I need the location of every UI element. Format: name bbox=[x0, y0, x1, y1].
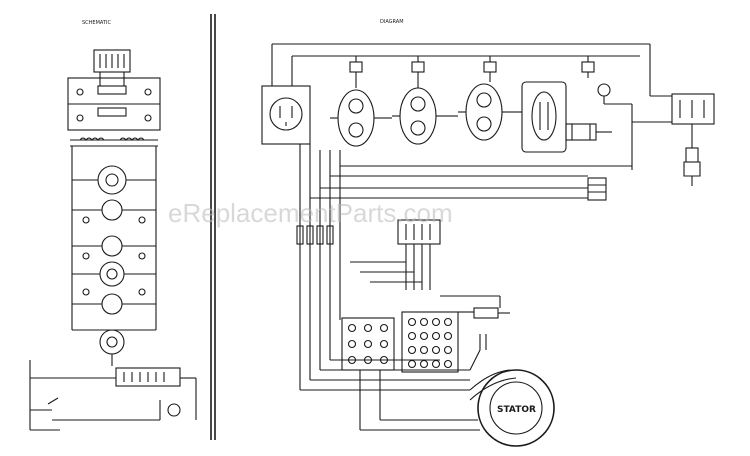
schematic-bottom-receptacle bbox=[99, 329, 125, 366]
plug-connector bbox=[597, 83, 632, 105]
terminal-board-right bbox=[401, 311, 459, 373]
watermark-text: eReplacementParts.com bbox=[168, 198, 453, 228]
receptacle-240v-box bbox=[261, 85, 311, 145]
terminal-strip-right bbox=[587, 177, 607, 201]
battery-cartridge bbox=[565, 123, 612, 141]
vertical-wire-bundle bbox=[299, 144, 470, 391]
circuit-breakers bbox=[349, 56, 595, 88]
panel-divider bbox=[210, 14, 216, 440]
schematic-connector-block bbox=[93, 49, 131, 73]
stator: STATOR bbox=[469, 334, 555, 447]
terminal-board-left bbox=[341, 317, 395, 371]
oil-pressure-switch bbox=[683, 124, 701, 186]
schematic-upper-loop bbox=[67, 72, 161, 131]
brush-connector-block bbox=[350, 219, 441, 290]
gfci-receptacle bbox=[521, 81, 567, 153]
inline-fuses bbox=[296, 225, 334, 245]
brush-holder bbox=[440, 295, 510, 319]
diagram-panel: DIAGRAM bbox=[261, 19, 715, 447]
diagram-title: DIAGRAM bbox=[380, 19, 404, 25]
top-wire-bus bbox=[271, 43, 651, 96]
schematic-engine-control bbox=[29, 360, 197, 431]
schematic-panel: SCHEMATIC bbox=[29, 20, 197, 431]
duplex-receptacle-3 bbox=[458, 83, 510, 141]
schematic-winding-band bbox=[70, 137, 158, 147]
schematic-ladder bbox=[71, 146, 157, 331]
duplex-receptacles bbox=[330, 81, 567, 153]
stator-label: STATOR bbox=[497, 405, 536, 415]
duplex-receptacle-1 bbox=[330, 89, 382, 147]
stator-leads bbox=[359, 370, 480, 431]
mid-horizontal-wires bbox=[310, 111, 632, 199]
schematic-title: SCHEMATIC bbox=[82, 20, 111, 26]
duplex-receptacle-2 bbox=[392, 87, 444, 145]
engine-relay-box bbox=[631, 93, 715, 170]
